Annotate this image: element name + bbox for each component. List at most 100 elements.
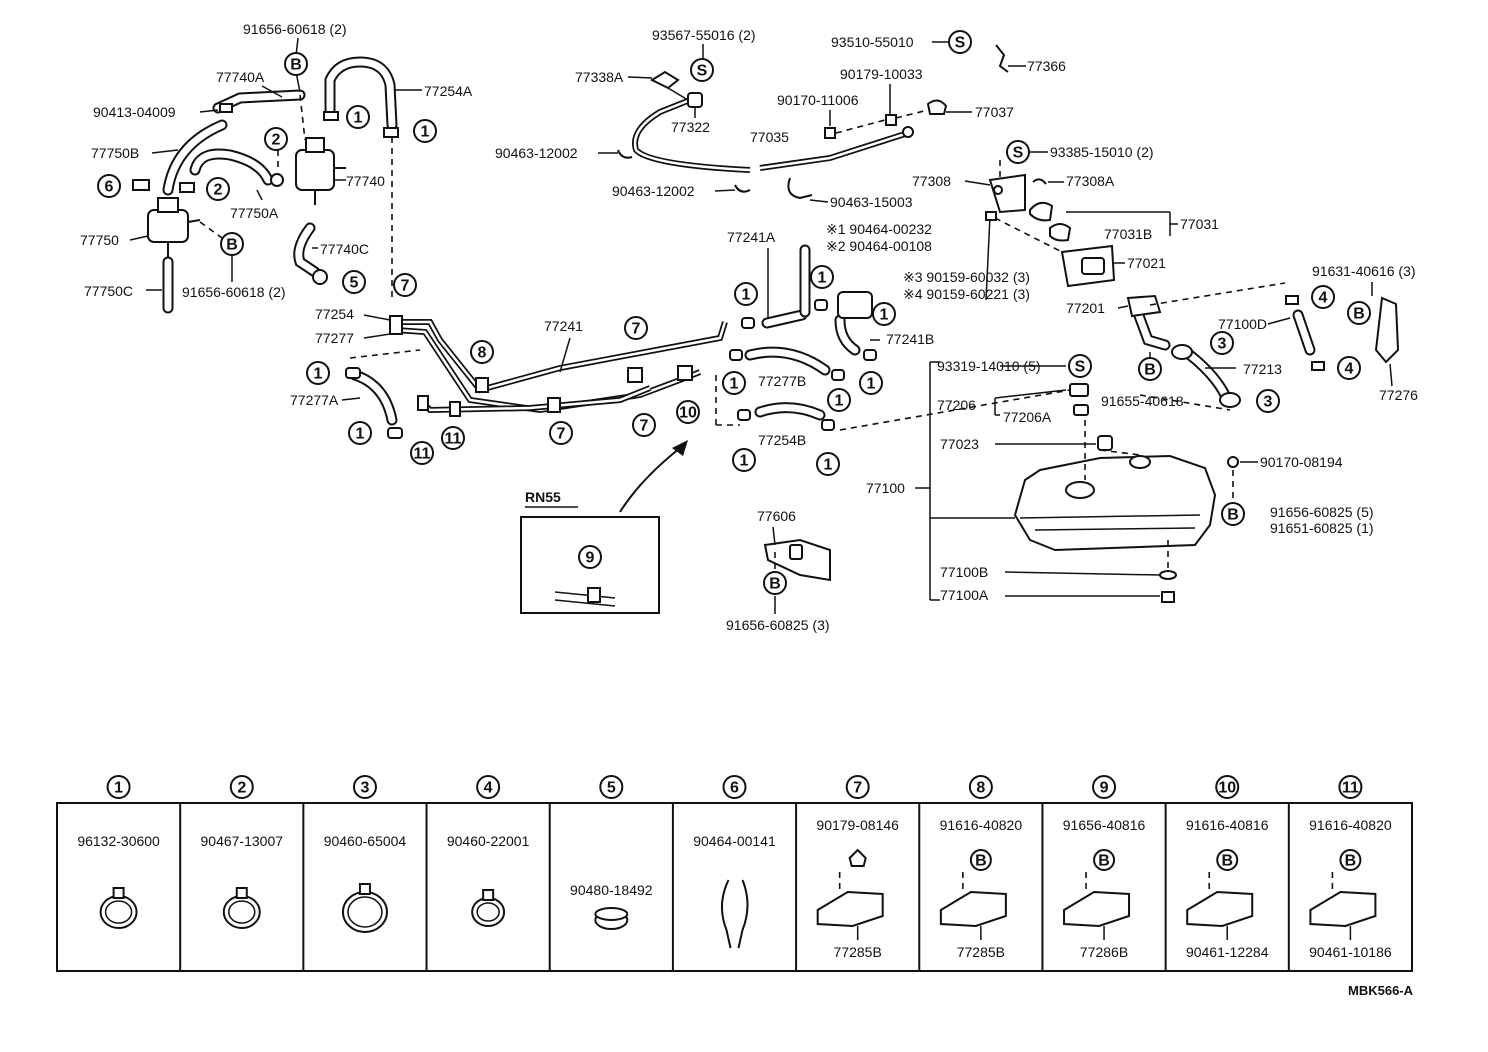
legend-sub-part: 77286B <box>1080 944 1128 960</box>
callout-letter-S: S <box>948 30 972 54</box>
vapor-line-group <box>617 44 1009 200</box>
legend-number-circle <box>845 775 870 799</box>
callout-letter-B: B <box>1347 301 1371 325</box>
svg-text:3: 3 <box>1218 336 1227 353</box>
label-l19: 90170-11006 <box>777 92 859 108</box>
svg-text:S: S <box>955 35 966 52</box>
svg-text:7: 7 <box>401 278 410 295</box>
label-l18: 90463-15003 <box>830 194 913 210</box>
callout-num-2: 2 <box>206 177 230 201</box>
label-l47: 91656-60825 (5) <box>1270 504 1374 520</box>
svg-text:1: 1 <box>742 287 751 304</box>
label-l27: 77031 <box>1180 216 1219 232</box>
callout-num-4: 4 <box>1337 356 1361 380</box>
label-l33: ※3 90159-60032 (3) <box>903 269 1030 285</box>
callout-num-1: 1 <box>306 361 330 385</box>
label-l59: 91656-60825 (3) <box>726 617 830 633</box>
legend-number-circle <box>1215 775 1240 799</box>
callout-num-8: 8 <box>470 340 494 364</box>
label-l20: 90179-10033 <box>840 66 923 82</box>
legend-number: 10 <box>1218 780 1236 797</box>
callout-num-1: 1 <box>827 388 851 412</box>
svg-text:7: 7 <box>632 321 641 338</box>
evap-valve-group <box>132 56 399 314</box>
filler-bracket-group <box>985 160 1116 301</box>
callout-num-2: 2 <box>264 127 288 151</box>
label-l35: 77201 <box>1066 300 1105 316</box>
svg-text:11: 11 <box>414 446 431 463</box>
svg-text:S: S <box>1013 145 1024 162</box>
fuel-tank-group <box>929 282 1400 603</box>
legend-sub-part: 90461-10186 <box>1309 944 1392 960</box>
legend-number-circle <box>106 775 131 799</box>
svg-text:1: 1 <box>740 453 749 470</box>
callout-letter-S: S <box>690 58 714 82</box>
svg-text:S: S <box>697 63 708 80</box>
callout-letter-B: B <box>1138 357 1162 381</box>
callout-letter-S: S <box>1068 354 1092 378</box>
callout-num-1: 1 <box>722 371 746 395</box>
legend-number-circle <box>968 775 993 799</box>
svg-text:2: 2 <box>272 132 281 149</box>
label-l32: ※2 90464-00108 <box>826 238 932 254</box>
legend-number: 4 <box>484 780 493 797</box>
label-l29: 77021 <box>1127 255 1166 271</box>
svg-text:9: 9 <box>586 550 595 567</box>
legend-number: 8 <box>976 780 985 797</box>
footer-code: MBK566-A <box>1348 983 1414 998</box>
callout-letter-B: B <box>284 52 308 76</box>
legend-part-number: 90179-08146 <box>816 817 899 833</box>
callout-letter-S: S <box>1006 140 1030 164</box>
legend-number: 7 <box>853 780 862 797</box>
legend-bolt-letter: B <box>1221 853 1233 870</box>
label-l44: 77023 <box>940 436 979 452</box>
legend-number: 11 <box>1342 780 1359 797</box>
label-l21: 77037 <box>975 104 1014 120</box>
legend-number-circle <box>1338 775 1363 799</box>
legend-number: 5 <box>607 780 616 797</box>
label-l06: 77740 <box>346 173 385 189</box>
label-l57: 77254B <box>758 432 806 448</box>
callout-num-1: 1 <box>734 282 758 306</box>
legend-part-number: 90460-22001 <box>447 833 530 849</box>
label-l23: 77366 <box>1027 58 1066 74</box>
svg-text:4: 4 <box>1319 290 1328 307</box>
label-l55: 77277B <box>758 373 806 389</box>
legend-number: 3 <box>361 780 370 797</box>
label-l08: 77750 <box>80 232 119 248</box>
callout-letter-B: B <box>1221 502 1245 526</box>
callout-num-7: 7 <box>393 273 417 297</box>
label-l39: 77276 <box>1379 387 1418 403</box>
svg-text:B: B <box>1353 306 1365 323</box>
callout-num-7: 7 <box>632 413 656 437</box>
svg-text:1: 1 <box>314 366 323 383</box>
svg-text:2: 2 <box>214 182 223 199</box>
callout-num-6: 6 <box>97 174 121 198</box>
label-l12: 93567-55016 (2) <box>652 27 756 43</box>
label-l37: 77100D <box>1218 316 1267 332</box>
main-fuel-lines <box>345 244 1071 439</box>
svg-text:3: 3 <box>1264 394 1273 411</box>
svg-text:7: 7 <box>640 418 649 435</box>
label-l16: 90463-12002 <box>612 183 695 199</box>
legend-bracket-icon <box>1186 890 1254 928</box>
callout-num-3: 3 <box>1210 331 1234 355</box>
label-l03: 77254A <box>424 83 473 99</box>
legend-number-circle <box>352 775 377 799</box>
callout-num-4: 4 <box>1311 285 1335 309</box>
legend-part-number: 90460-65004 <box>324 833 407 849</box>
label-l13: 77338A <box>575 69 624 85</box>
label-l54: 77241B <box>886 331 934 347</box>
callout-num-1: 1 <box>816 452 840 476</box>
legend-part-number: 91616-40820 <box>940 817 1023 833</box>
legend-number-circle <box>722 775 747 799</box>
legend-part-number: 90467-13007 <box>201 833 284 849</box>
label-l43: 77206A <box>1003 409 1052 425</box>
